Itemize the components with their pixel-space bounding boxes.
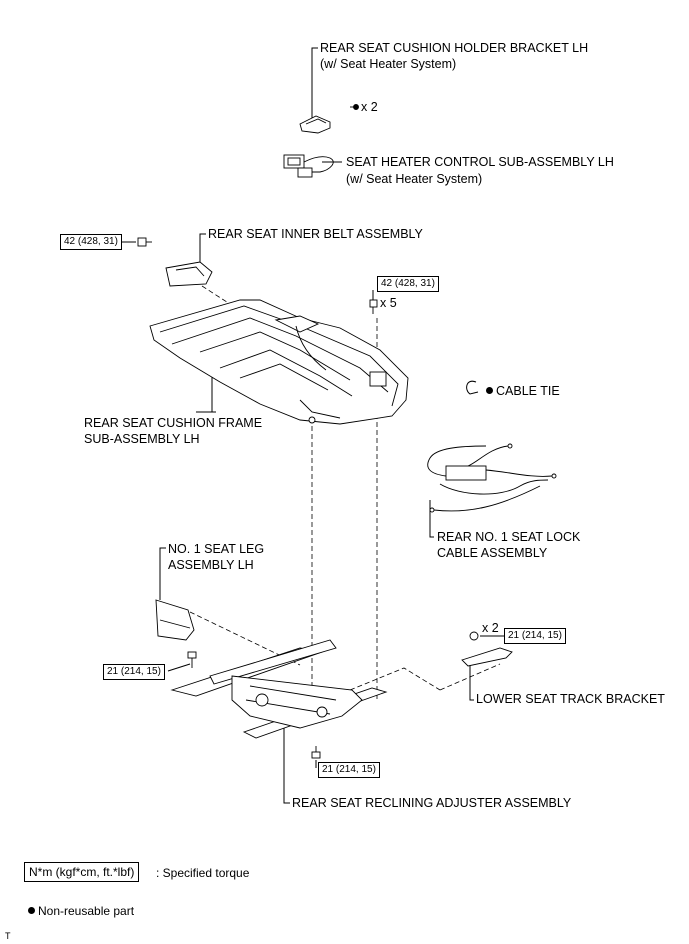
frame-nut-torque: 42 (428, 31) [377, 276, 439, 292]
legend-torque-unit: N*m (kgf*cm, ft.*lbf) [24, 862, 140, 882]
track-bracket-label: LOWER SEAT TRACK BRACKET [476, 692, 665, 706]
filled-circle-icon [28, 907, 35, 915]
frame-label-1: REAR SEAT CUSHION FRAME [84, 416, 263, 430]
legend-nonreusable-text: Non-reusable part [38, 904, 135, 918]
cushion-holder-label-1: REAR SEAT CUSHION HOLDER BRACKET LH [320, 41, 589, 55]
seat-leg-label-1: NO. 1 SEAT LEG [168, 542, 265, 556]
seat-leg-part [155, 599, 197, 668]
belt-bolt-torque: 42 (428, 31) [60, 234, 122, 250]
cushion-holder-qty: x 2 [361, 100, 378, 114]
nonreusable-dot-icon [486, 387, 493, 395]
cable-tie-text: CABLE TIE [496, 384, 560, 398]
reclining-label: REAR SEAT RECLINING ADJUSTER ASSEMBLY [292, 796, 572, 810]
reclining-bolt-torque: 21 (214, 15) [318, 762, 380, 778]
heater-label-2: (w/ Seat Heater System) [346, 172, 483, 186]
lower-seat-track-bracket-part [461, 631, 513, 667]
reclining-adjuster-part [170, 639, 388, 759]
legend-torque-text: : Specified torque [156, 866, 250, 880]
lock-cable-label-1: REAR NO. 1 SEAT LOCK [437, 530, 581, 544]
seat-leg-bolt-torque: 21 (214, 15) [103, 664, 165, 680]
track-bracket-qty: x 2 [482, 621, 499, 635]
track-bracket-nut-torque: 21 (214, 15) [504, 628, 566, 644]
seat-leg-label-2: ASSEMBLY LH [168, 558, 254, 572]
inner-belt-part [137, 237, 213, 287]
legend-nonreusable: Non-reusable part [28, 904, 134, 919]
cushion-holder-label-2: (w/ Seat Heater System) [320, 57, 457, 71]
seat-heater-control-part [283, 154, 334, 178]
heater-label-1: SEAT HEATER CONTROL SUB-ASSEMBLY LH [346, 155, 614, 169]
cushion-holder-bracket-part [299, 104, 359, 134]
footer-mark: T [5, 931, 11, 941]
cable-tie-label: CABLE TIE [486, 384, 560, 399]
lock-cable-label-2: CABLE ASSEMBLY [437, 546, 548, 560]
leader-lines [122, 47, 504, 804]
cable-tie-part [466, 380, 479, 395]
seat-lock-cable-part [427, 443, 557, 513]
cushion-frame-part [149, 299, 409, 425]
frame-label-2: SUB-ASSEMBLY LH [84, 432, 200, 446]
inner-belt-label: REAR SEAT INNER BELT ASSEMBLY [208, 227, 423, 241]
frame-nut-qty: x 5 [380, 296, 397, 310]
